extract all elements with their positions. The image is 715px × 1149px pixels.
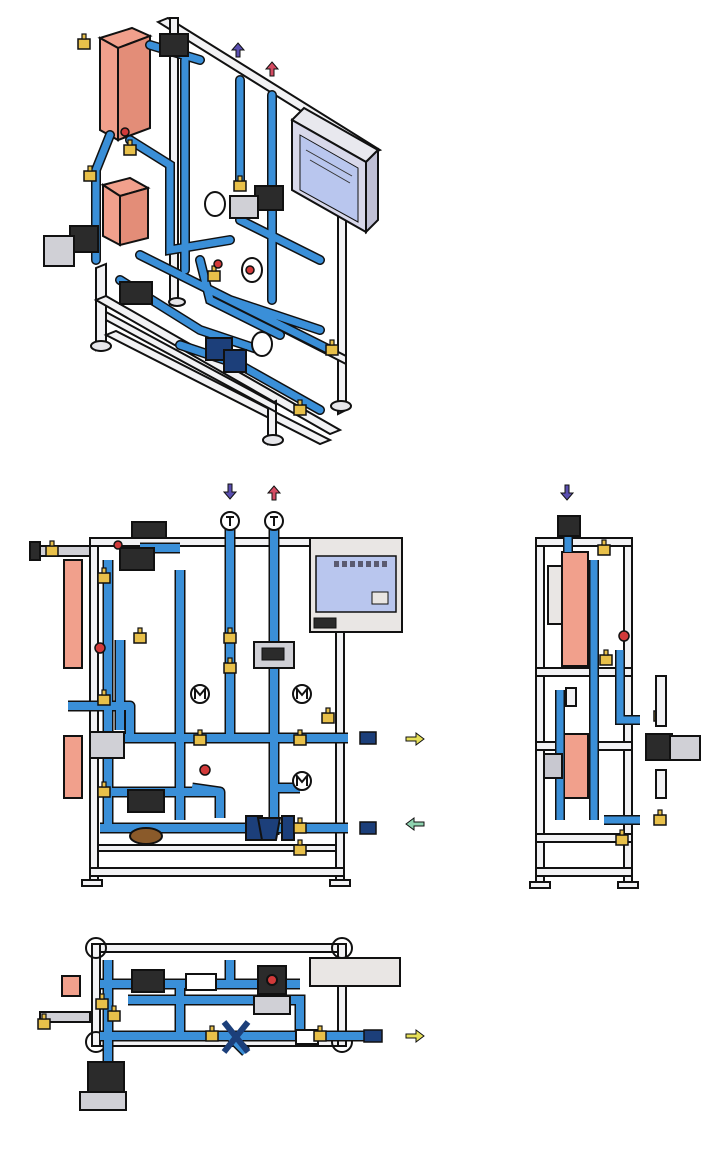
side-pump bbox=[543, 515, 701, 779]
iso-control-panel bbox=[290, 106, 380, 235]
top-view bbox=[37, 937, 425, 1111]
side-view bbox=[529, 484, 701, 889]
side-fittings bbox=[565, 675, 667, 799]
front-control-panel bbox=[309, 537, 403, 633]
top-frame bbox=[85, 937, 353, 1053]
top-strainer bbox=[221, 1020, 251, 1054]
front-return-arrow bbox=[266, 485, 282, 501]
front-meter-2 bbox=[292, 684, 312, 704]
top-outlet-arrow bbox=[405, 1029, 425, 1043]
front-end-caps bbox=[359, 731, 377, 835]
side-red-valves bbox=[618, 630, 630, 642]
iso-supply-arrow bbox=[230, 42, 246, 58]
front-thermometer-return bbox=[264, 511, 284, 531]
front-pumps bbox=[89, 521, 295, 845]
side-supply-arrow bbox=[559, 484, 575, 501]
top-control-panel bbox=[309, 957, 401, 987]
front-meter-1 bbox=[190, 684, 210, 704]
top-pumps bbox=[79, 965, 319, 1111]
front-view bbox=[29, 483, 425, 887]
iso-red-valves bbox=[120, 127, 255, 275]
isometric-view bbox=[43, 16, 383, 446]
side-heat-exchanger bbox=[561, 551, 589, 799]
front-supply-arrow bbox=[222, 483, 238, 500]
top-inlet-fitting bbox=[37, 1011, 91, 1030]
front-red-valves bbox=[94, 540, 211, 776]
front-inlet-fitting bbox=[29, 540, 91, 561]
iso-return-arrow bbox=[264, 61, 280, 77]
iso-feet bbox=[90, 297, 352, 446]
top-heat-exchanger bbox=[61, 975, 81, 997]
front-meter-3 bbox=[292, 771, 312, 791]
front-inlet-arrow bbox=[405, 817, 425, 831]
front-outlet-arrow bbox=[405, 732, 425, 746]
front-thermometer-supply bbox=[220, 511, 240, 531]
front-heat-exchanger bbox=[63, 559, 83, 799]
top-end-cap bbox=[363, 1029, 383, 1043]
iso-heat-exchanger bbox=[97, 26, 153, 247]
front-strainer bbox=[245, 815, 295, 841]
iso-pump bbox=[43, 33, 284, 373]
